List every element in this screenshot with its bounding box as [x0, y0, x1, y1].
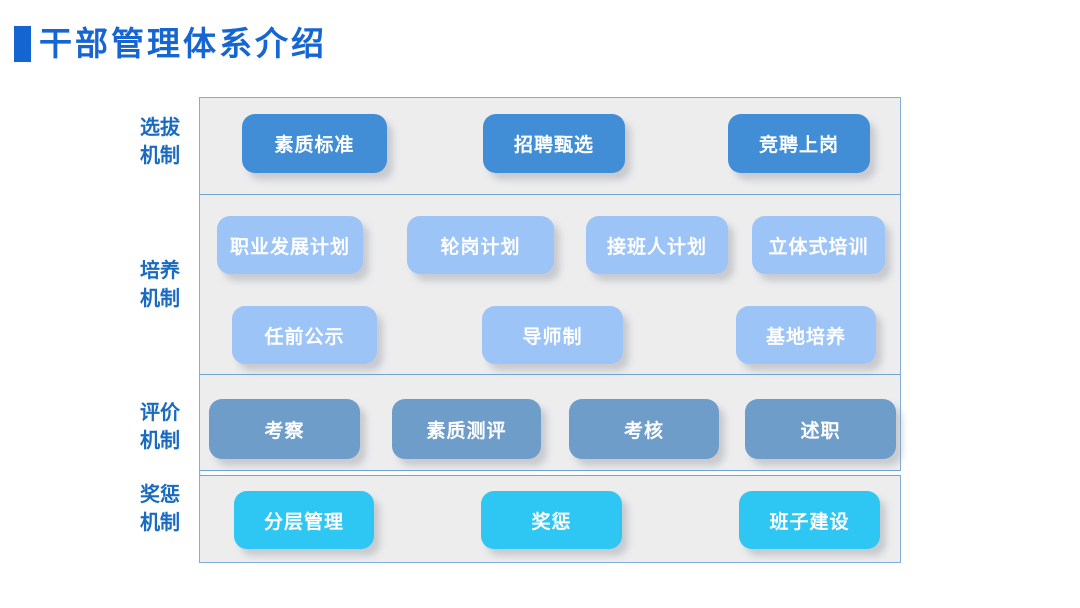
divider-row2-row3	[200, 374, 900, 375]
btn-job-rotation-plan: 轮岗计划	[407, 216, 554, 274]
divider-row3-row4-top	[200, 470, 900, 471]
btn-base-training: 基地培养	[736, 306, 876, 364]
divider-row3-row4-bottom	[200, 475, 900, 476]
btn-team-building: 班子建设	[739, 491, 880, 549]
btn-work-report: 述职	[745, 399, 896, 459]
btn-recruitment-selection: 招聘甄选	[483, 114, 625, 173]
btn-inspection: 考察	[209, 399, 360, 459]
btn-pre-appointment-publicity: 任前公示	[232, 306, 377, 364]
row-label-selection: 选拔 机制	[140, 117, 180, 167]
row-label-training: 培养 机制	[140, 260, 180, 310]
btn-quality-standard: 素质标准	[242, 114, 387, 173]
btn-quality-assessment: 素质测评	[392, 399, 541, 459]
page-title: 干部管理体系介绍	[14, 24, 327, 64]
btn-career-development-plan: 职业发展计划	[217, 216, 363, 274]
btn-layered-management: 分层管理	[234, 491, 374, 549]
row-label-reward-punishment: 奖惩 机制	[140, 484, 180, 534]
btn-reward-punishment: 奖惩	[481, 491, 622, 549]
btn-competitive-posting: 竞聘上岗	[728, 114, 870, 173]
divider-gap	[201, 471, 901, 475]
title-accent-bar	[14, 26, 31, 62]
btn-successor-plan: 接班人计划	[586, 216, 728, 274]
divider-row1-row2	[200, 194, 900, 195]
btn-appraisal: 考核	[569, 399, 719, 459]
btn-mentor-system: 导师制	[482, 306, 623, 364]
btn-multi-dimensional-training: 立体式培训	[752, 216, 885, 274]
page-title-text: 干部管理体系介绍	[39, 25, 327, 62]
mechanism-diagram-frame: 素质标准 招聘甄选 竞聘上岗 职业发展计划 轮岗计划 接班人计划 立体式培训 任…	[199, 97, 901, 563]
row-label-evaluation: 评价 机制	[140, 402, 180, 452]
